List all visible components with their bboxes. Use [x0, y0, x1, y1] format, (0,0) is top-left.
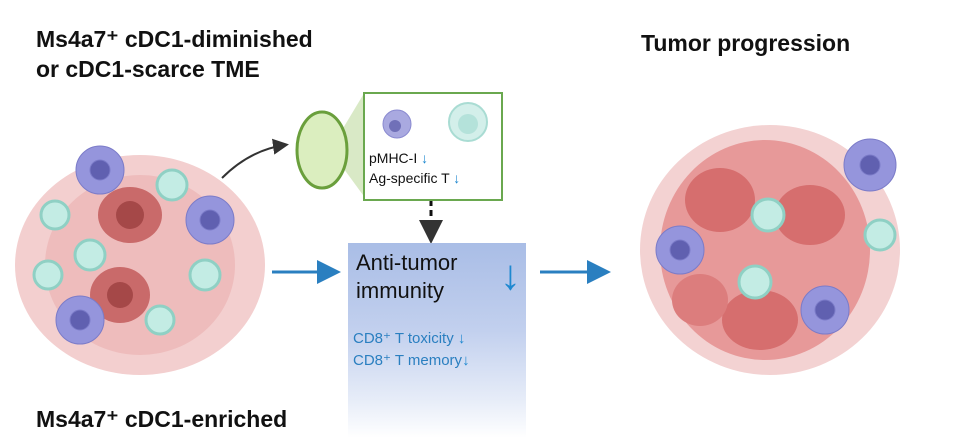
heading-line1: Anti-tumor — [356, 250, 458, 275]
dendritic-cells-left — [55, 145, 235, 345]
large-down-arrow-icon: ↓ — [500, 251, 521, 298]
pmhc-label: pMHC-I ↓ — [369, 150, 428, 166]
title-line2: or cDC1-scarce TME — [36, 56, 260, 82]
lymph-node-detail-box: pMHC-I ↓ Ag-specific T ↓ — [363, 92, 503, 201]
immunity-heading: Anti-tumor immunity — [356, 249, 457, 305]
cd8-memory-label: CD8⁺ T memory↓ — [353, 351, 470, 369]
down-arrow-icon: ↓ — [421, 150, 429, 166]
cd8-toxicity-label: CD8⁺ T toxicity ↓ — [353, 329, 465, 347]
cd8-toxicity-text: CD8⁺ T toxicity — [353, 330, 454, 347]
ag-specific-text: Ag-specific T — [369, 170, 450, 186]
heading-line2: immunity — [356, 278, 445, 303]
title-tumor-progression: Tumor progression — [641, 30, 851, 56]
dendritic-cells-right — [655, 138, 897, 335]
title-enriched: Ms4a7⁺ cDC1-enriched — [36, 406, 288, 432]
pmhc-text: pMHC-I — [369, 150, 418, 166]
down-arrow-icon: ↓ — [453, 170, 461, 186]
t-cells-left — [32, 168, 222, 336]
cells-in-lymph-node — [382, 102, 488, 142]
ag-specific-label: Ag-specific T ↓ — [369, 170, 460, 186]
arrow-to-lymph-node — [221, 138, 289, 179]
lymph-node-icon — [295, 95, 363, 195]
title-line1: Ms4a7⁺ cDC1-diminished — [36, 26, 313, 52]
cd8-memory-text: CD8⁺ T memory — [353, 352, 463, 369]
anti-tumor-immunity-box: Anti-tumor immunity ↓ CD8⁺ T toxicity ↓ … — [348, 243, 526, 438]
title-diminished: Ms4a7⁺ cDC1-diminished or cDC1-scarce TM… — [36, 24, 313, 84]
down-arrow-icon: ↓ — [462, 352, 470, 369]
down-arrow-icon: ↓ — [457, 330, 466, 347]
t-cells-right — [737, 197, 897, 300]
